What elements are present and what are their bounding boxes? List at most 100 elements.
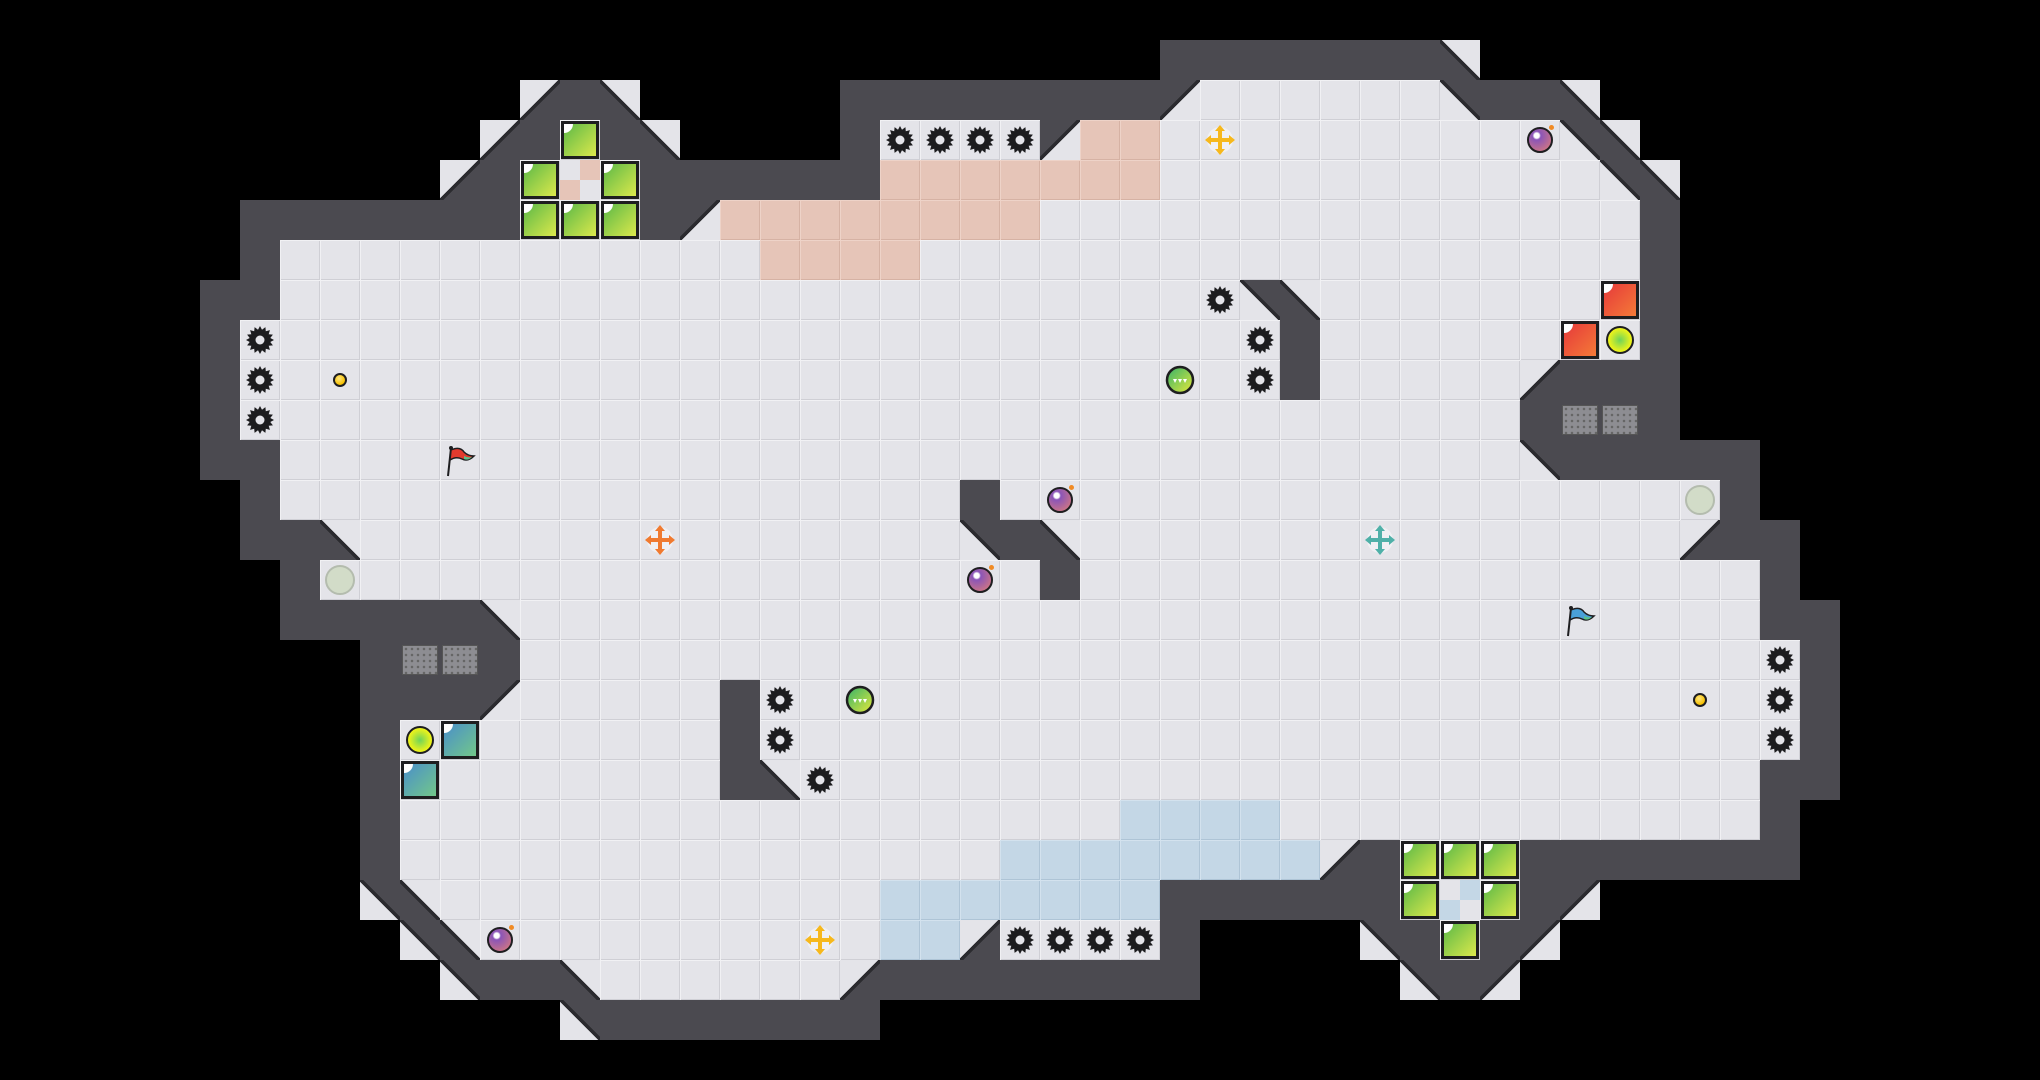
wall-diagonal-tile xyxy=(840,960,880,1000)
peach-floor-tile xyxy=(960,200,1000,240)
floor-tile xyxy=(880,360,920,400)
floor-tile xyxy=(680,560,720,600)
floor-tile xyxy=(920,520,960,560)
floor-tile xyxy=(720,320,760,360)
floor-tile xyxy=(1600,760,1640,800)
floor-tile xyxy=(880,600,920,640)
blue-floor-tile xyxy=(920,920,960,960)
gear-icon xyxy=(925,125,955,155)
wall-tile xyxy=(240,480,280,520)
blue-floor-tile xyxy=(1000,840,1040,880)
move-arrows-icon xyxy=(1204,124,1236,156)
floor-tile xyxy=(1600,640,1640,680)
orb-icon xyxy=(1606,326,1634,354)
floor-tile xyxy=(920,800,960,840)
wall-tile xyxy=(1520,840,1560,880)
floor-tile xyxy=(1360,600,1400,640)
floor-tile xyxy=(1000,680,1040,720)
floor-tile xyxy=(600,960,640,1000)
floor-tile xyxy=(1240,160,1280,200)
wall-tile xyxy=(600,1000,640,1040)
wall-tile xyxy=(1760,840,1800,880)
floor-tile xyxy=(840,600,880,640)
floor-tile xyxy=(1680,640,1720,680)
floor-tile xyxy=(400,320,440,360)
floor-tile xyxy=(1080,280,1120,320)
wall-tile xyxy=(200,320,240,360)
floor-tile xyxy=(1480,720,1520,760)
cross-yellow-piece xyxy=(800,920,840,960)
floor-tile xyxy=(1080,200,1120,240)
floor-tile xyxy=(600,880,640,920)
wall-tile xyxy=(1800,680,1840,720)
floor-tile xyxy=(1080,360,1120,400)
floor-tile xyxy=(480,840,520,880)
wall-tile xyxy=(920,80,960,120)
floor-tile xyxy=(680,400,720,440)
floor-tile xyxy=(1400,560,1440,600)
floor-tile xyxy=(1000,560,1040,600)
floor-tile xyxy=(720,600,760,640)
wall-diagonal-tile xyxy=(400,880,440,920)
floor-tile xyxy=(1320,720,1360,760)
wall-tile xyxy=(1600,840,1640,880)
floor-tile xyxy=(720,240,760,280)
floor-tile xyxy=(1000,360,1040,400)
floor-tile xyxy=(440,520,480,560)
peach-floor-tile xyxy=(920,200,960,240)
floor-tile xyxy=(400,560,440,600)
floor-tile xyxy=(1480,520,1520,560)
floor-tile xyxy=(1520,480,1560,520)
floor-tile xyxy=(1080,320,1120,360)
wall-diagonal-tile xyxy=(320,520,360,560)
floor-tile xyxy=(920,240,960,280)
floor-tile xyxy=(600,920,640,960)
floor-tile xyxy=(1480,440,1520,480)
wall-tile xyxy=(360,760,400,800)
floor-tile xyxy=(1240,760,1280,800)
wall-tile xyxy=(1560,360,1600,400)
floor-tile xyxy=(400,240,440,280)
floor-tile xyxy=(480,320,520,360)
floor-tile xyxy=(1160,280,1200,320)
floor-tile xyxy=(680,240,720,280)
floor-tile xyxy=(520,520,560,560)
wall-tile xyxy=(1280,40,1320,80)
wall-tile xyxy=(280,520,320,560)
floor-tile xyxy=(1280,800,1320,840)
wall-diagonal-tile xyxy=(1400,960,1440,1000)
floor-tile xyxy=(1640,480,1680,520)
floor-tile xyxy=(560,400,600,440)
floor-tile xyxy=(1360,400,1400,440)
floor-tile xyxy=(1600,800,1640,840)
floor-tile xyxy=(1040,440,1080,480)
floor-tile xyxy=(480,240,520,280)
floor-tile xyxy=(1440,440,1480,480)
wall-tile xyxy=(1480,920,1520,960)
floor-tile xyxy=(1080,720,1120,760)
floor-tile xyxy=(640,760,680,800)
wall-tile xyxy=(280,600,320,640)
floor-tile xyxy=(920,840,960,880)
floor-tile xyxy=(800,800,840,840)
floor-tile xyxy=(1160,560,1200,600)
floor-tile xyxy=(840,880,880,920)
bomb-piece xyxy=(960,560,1000,600)
gear-piece xyxy=(1000,120,1040,160)
floor-tile xyxy=(1280,80,1320,120)
floor-tile xyxy=(800,880,840,920)
floor-tile xyxy=(1400,320,1440,360)
wall-tile xyxy=(360,720,400,760)
floor-tile xyxy=(1280,160,1320,200)
floor-tile xyxy=(1400,280,1440,320)
wall-tile xyxy=(1040,960,1080,1000)
floor-tile xyxy=(1480,240,1520,280)
teal-block-piece xyxy=(400,760,440,800)
wall-tile xyxy=(1560,840,1600,880)
move-arrows-icon xyxy=(644,524,676,556)
bomb-icon xyxy=(1047,485,1074,513)
floor-tile xyxy=(760,920,800,960)
floor-tile xyxy=(400,440,440,480)
bomb-piece xyxy=(1520,120,1560,160)
